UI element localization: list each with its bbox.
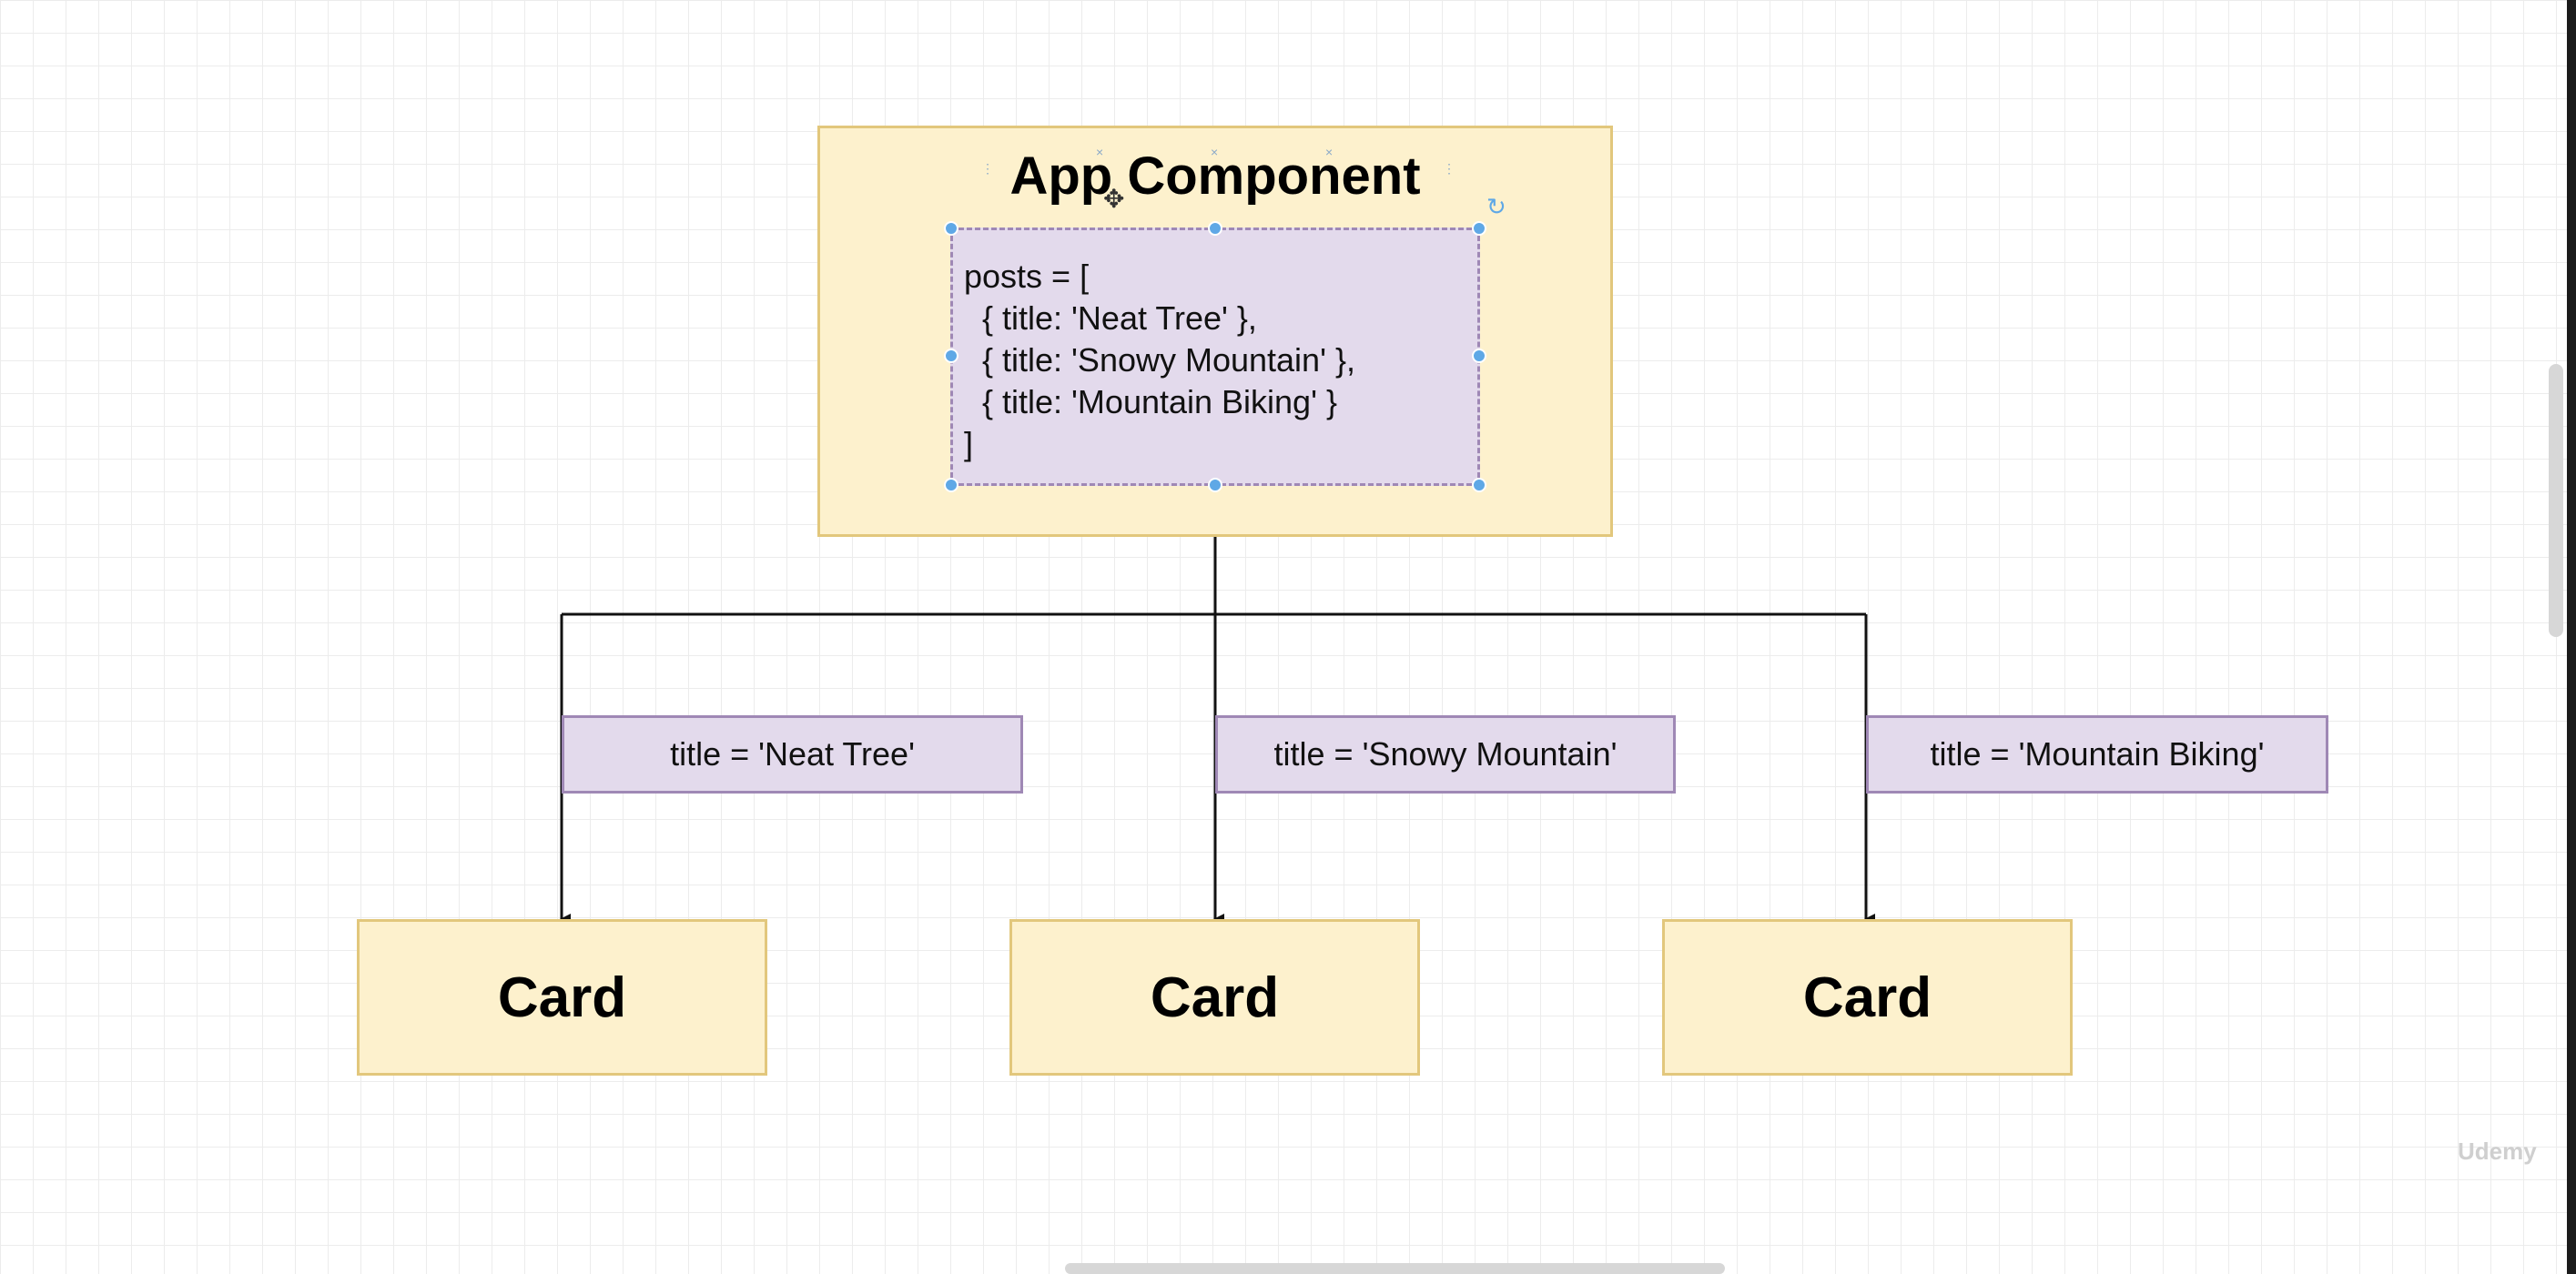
resize-handle[interactable] (1208, 221, 1222, 236)
posts-code-box[interactable]: posts = [ { title: 'Neat Tree' }, { titl… (950, 228, 1480, 486)
card-component-1[interactable]: Card (357, 919, 767, 1076)
right-edge-bar (2567, 0, 2576, 1274)
resize-handle[interactable] (944, 349, 958, 363)
udemy-watermark: Udemy (2458, 1138, 2537, 1165)
card-component-2[interactable]: Card (1009, 919, 1420, 1076)
vertical-scrollbar[interactable] (2549, 364, 2563, 637)
app-component-title[interactable]: App Component (1009, 147, 1421, 206)
resize-handle[interactable] (1472, 221, 1486, 236)
prop-label-neat-tree[interactable]: title = 'Neat Tree' (562, 715, 1023, 794)
selection-marker-icon: ⋮ (981, 161, 994, 176)
prop-label-snowy-mountain[interactable]: title = 'Snowy Mountain' (1215, 715, 1676, 794)
card-component-3[interactable]: Card (1662, 919, 2073, 1076)
selection-marker-icon: × (1211, 145, 1219, 159)
prop-label-mountain-biking[interactable]: title = 'Mountain Biking' (1866, 715, 2328, 794)
resize-handle[interactable] (944, 221, 958, 236)
resize-handle[interactable] (1472, 478, 1486, 492)
resize-handle[interactable] (1472, 349, 1486, 363)
selection-marker-icon: × (1096, 145, 1104, 159)
resize-handle[interactable] (944, 478, 958, 492)
selection-marker-icon: ⋮ (1443, 161, 1455, 176)
rotate-handle-icon[interactable]: ↻ (1486, 193, 1506, 220)
resize-handle[interactable] (1208, 478, 1222, 492)
selection-marker-icon: × (1325, 145, 1334, 159)
move-cursor-icon: ✥ (1103, 185, 1125, 213)
horizontal-scrollbar[interactable] (1065, 1263, 1725, 1274)
